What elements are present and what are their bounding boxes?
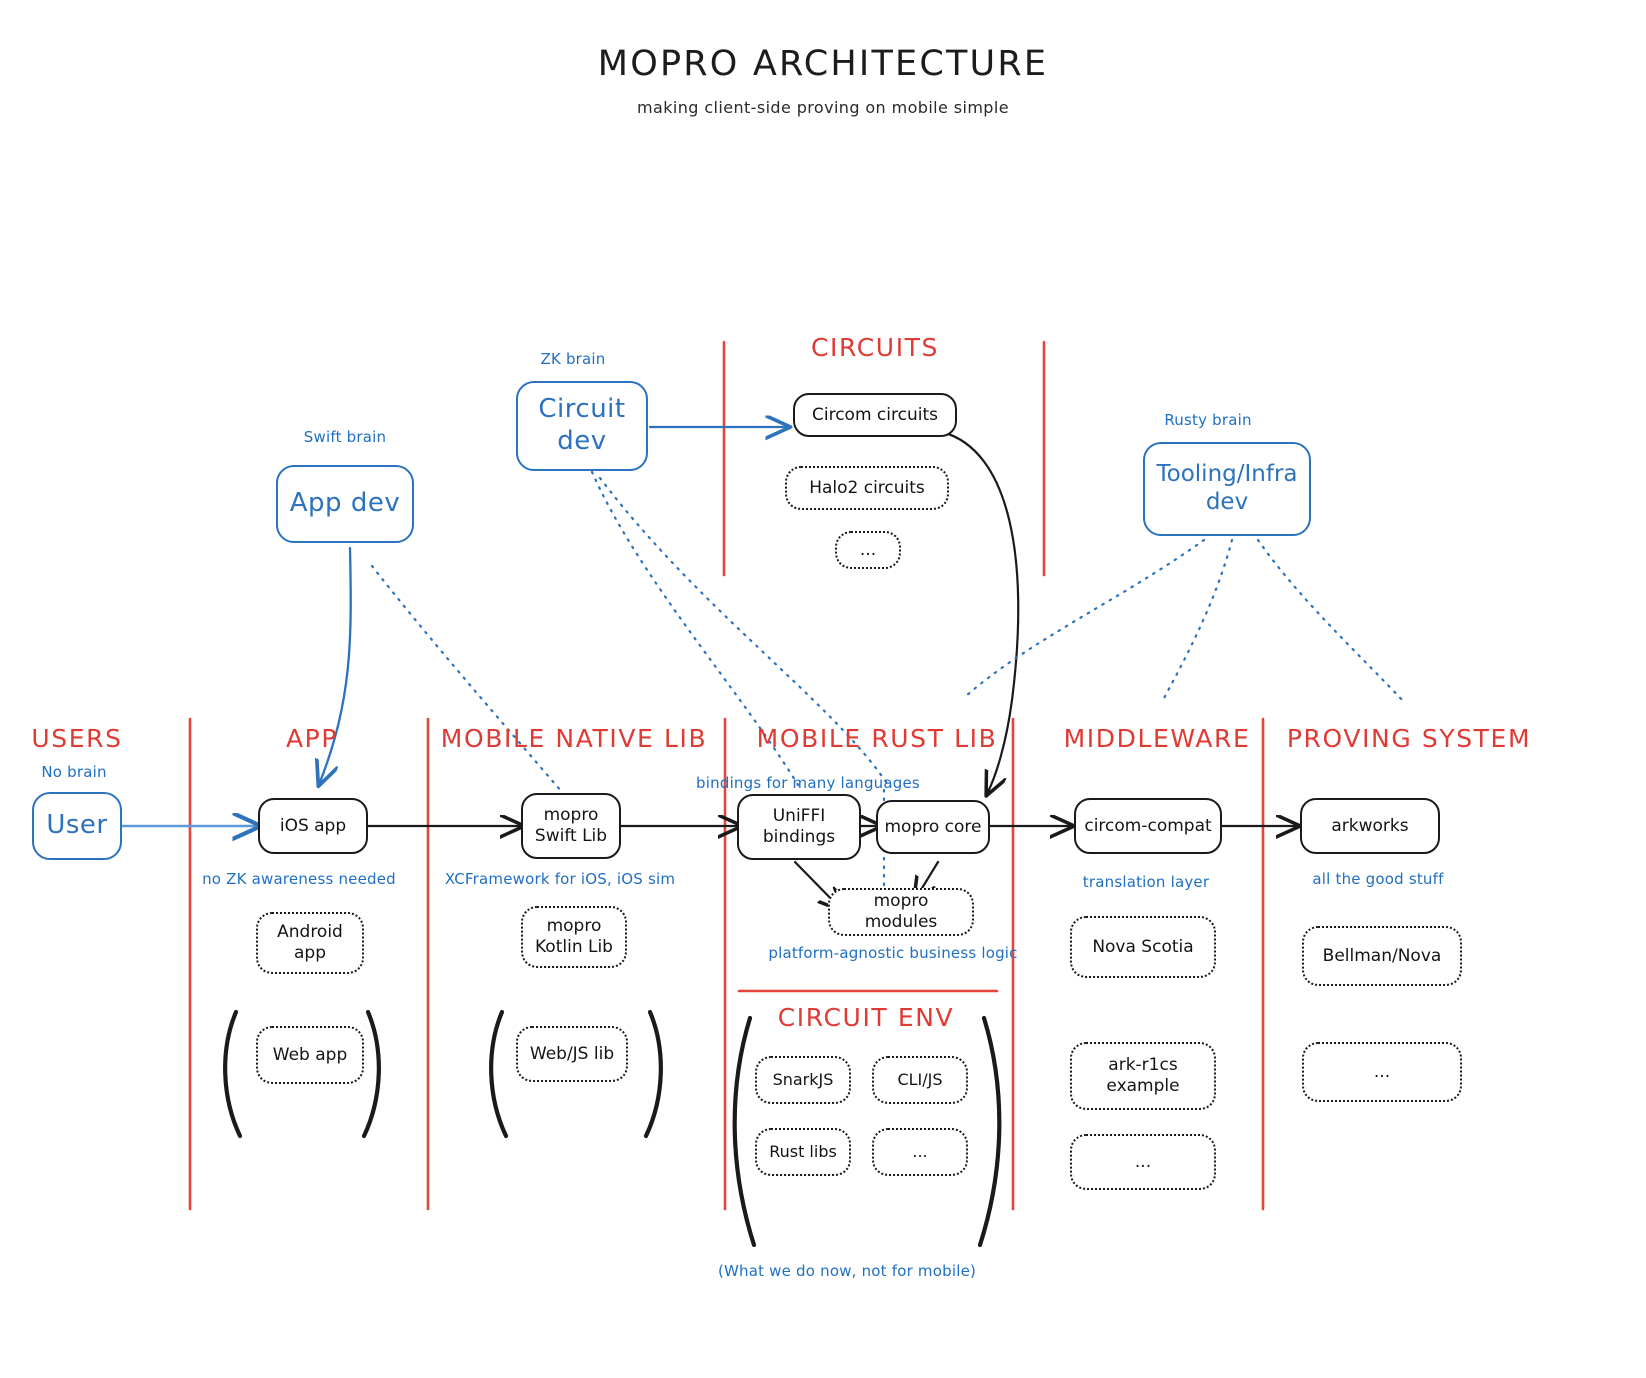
node-web-js-lib[interactable]: Web/JS lib [516,1026,628,1082]
note-xcframework: XCFramework for iOS, iOS sim [444,870,676,888]
node-middleware-more[interactable]: ... [1070,1134,1216,1190]
node-web-app[interactable]: Web app [256,1026,364,1084]
circuits-item-halo2[interactable]: Halo2 circuits [785,466,949,510]
persona-app-dev[interactable]: App dev [276,465,414,543]
persona-caption-zk-brain: ZK brain [540,350,606,368]
column-header-mobile-rust-lib: MOBILE RUST LIB [756,724,998,753]
circuit-env-item-snarkjs[interactable]: SnarkJS [755,1056,851,1104]
note-users-no-brain: No brain [41,763,107,781]
persona-tooling-infra-dev[interactable]: Tooling/Infra dev [1143,442,1311,536]
column-header-app: APP [285,724,339,753]
persona-circuit-dev[interactable]: Circuit dev [516,381,648,471]
node-uniffi-bindings[interactable]: UniFFI bindings [737,794,861,860]
column-header-proving-system: PROVING SYSTEM [1286,724,1532,753]
note-translation-layer: translation layer [1082,873,1210,891]
node-bellman-nova[interactable]: Bellman/Nova [1302,926,1462,986]
column-header-mobile-native-lib: MOBILE NATIVE LIB [440,724,708,753]
node-ark-r1cs-example[interactable]: ark-r1cs example [1070,1042,1216,1110]
circuit-env-item-cli-js[interactable]: CLI/JS [872,1056,968,1104]
note-circuit-env-caption: (What we do now, not for mobile) [717,1262,977,1280]
node-mopro-kotlin-lib[interactable]: mopro Kotlin Lib [521,906,627,968]
note-all-the-good-stuff: all the good stuff [1312,870,1444,888]
node-mopro-modules[interactable]: mopro modules [828,888,974,936]
node-circom-compat[interactable]: circom-compat [1074,798,1222,854]
node-user[interactable]: User [32,792,122,860]
node-android-app[interactable]: Android app [256,912,364,974]
section-header-circuit-env: CIRCUIT ENV [777,1003,955,1032]
node-proving-system-more[interactable]: ... [1302,1042,1462,1102]
circuit-env-item-more[interactable]: ... [872,1128,968,1176]
column-header-users: USERS [31,724,123,753]
note-bindings-for-many-languages: bindings for many languages [696,774,920,792]
node-nova-scotia[interactable]: Nova Scotia [1070,916,1216,978]
section-header-circuits: CIRCUITS [810,333,940,362]
node-mopro-swift-lib[interactable]: mopro Swift Lib [521,793,621,859]
note-platform-agnostic-business-logic: platform-agnostic business logic [768,944,1018,962]
circuits-item-circom[interactable]: Circom circuits [793,393,957,437]
node-mopro-core[interactable]: mopro core [876,800,990,854]
note-app-no-zk-awareness: no ZK awareness needed [202,870,396,888]
column-header-middleware: MIDDLEWARE [1063,724,1251,753]
circuit-env-item-rust-libs[interactable]: Rust libs [755,1128,851,1176]
page-title: MOPRO ARCHITECTURE [597,44,1049,84]
persona-caption-swift-brain: Swift brain [303,428,387,446]
circuits-item-more[interactable]: ... [835,531,901,569]
persona-caption-rusty-brain: Rusty brain [1164,411,1252,429]
page-subtitle: making client-side proving on mobile sim… [637,98,1009,117]
node-arkworks[interactable]: arkworks [1300,798,1440,854]
node-ios-app[interactable]: iOS app [258,798,368,854]
